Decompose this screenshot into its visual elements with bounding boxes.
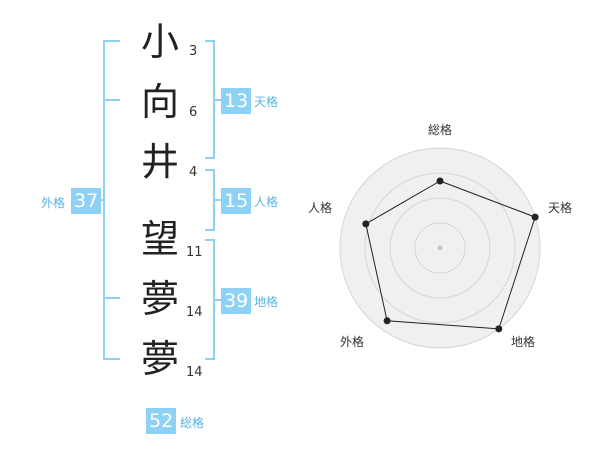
radar-point-2: [531, 213, 539, 221]
radar-point-4: [383, 317, 391, 325]
radar-axis-label-soukaku: 総格: [428, 123, 453, 137]
name-char-3: 井: [140, 140, 179, 184]
radar-ring: [364, 172, 516, 324]
stroke-count-2: 6: [189, 105, 198, 120]
soukaku-label: 総格: [180, 416, 205, 430]
name-char-5: 夢: [140, 277, 179, 321]
stroke-count-5: 14: [186, 305, 203, 320]
radar-center: [437, 245, 443, 251]
stroke-count-1: 3: [189, 44, 198, 59]
radar-point-3: [495, 325, 503, 333]
name-char-6: 夢: [140, 337, 179, 381]
stroke-count-4: 11: [186, 245, 203, 260]
gaikaku-value: 37: [71, 188, 102, 214]
name-char-4: 望: [140, 217, 179, 261]
name-char-1: 小: [140, 20, 179, 64]
jinkaku-label: 人格: [254, 195, 279, 209]
radar-point-1: [436, 177, 444, 185]
tenkaku-value: 13: [221, 88, 252, 114]
jinkaku-value: 15: [221, 188, 252, 214]
radar-ring: [389, 197, 491, 299]
radar-point-5: [362, 220, 370, 228]
stroke-count-3: 4: [189, 165, 198, 180]
radar-axis-label-gaikaku: 外格: [340, 335, 365, 349]
tenkaku-label: 天格: [254, 95, 279, 109]
stroke-count-6: 14: [186, 365, 203, 380]
radar-series-line: [365, 180, 536, 330]
name-char-2: 向: [140, 80, 179, 124]
chikaku-label: 地格: [254, 295, 279, 309]
soukaku-value: 52: [146, 408, 177, 434]
gaikaku-label: 外格: [41, 196, 66, 210]
radar-ring: [339, 147, 541, 349]
radar-ring: [414, 222, 466, 274]
radar-axis-label-tenkaku: 天格: [548, 201, 573, 215]
chikaku-value: 39: [221, 288, 252, 314]
radar-axis-label-chikaku: 地格: [511, 335, 536, 349]
radar-axis-label-jinkaku: 人格: [308, 201, 333, 215]
